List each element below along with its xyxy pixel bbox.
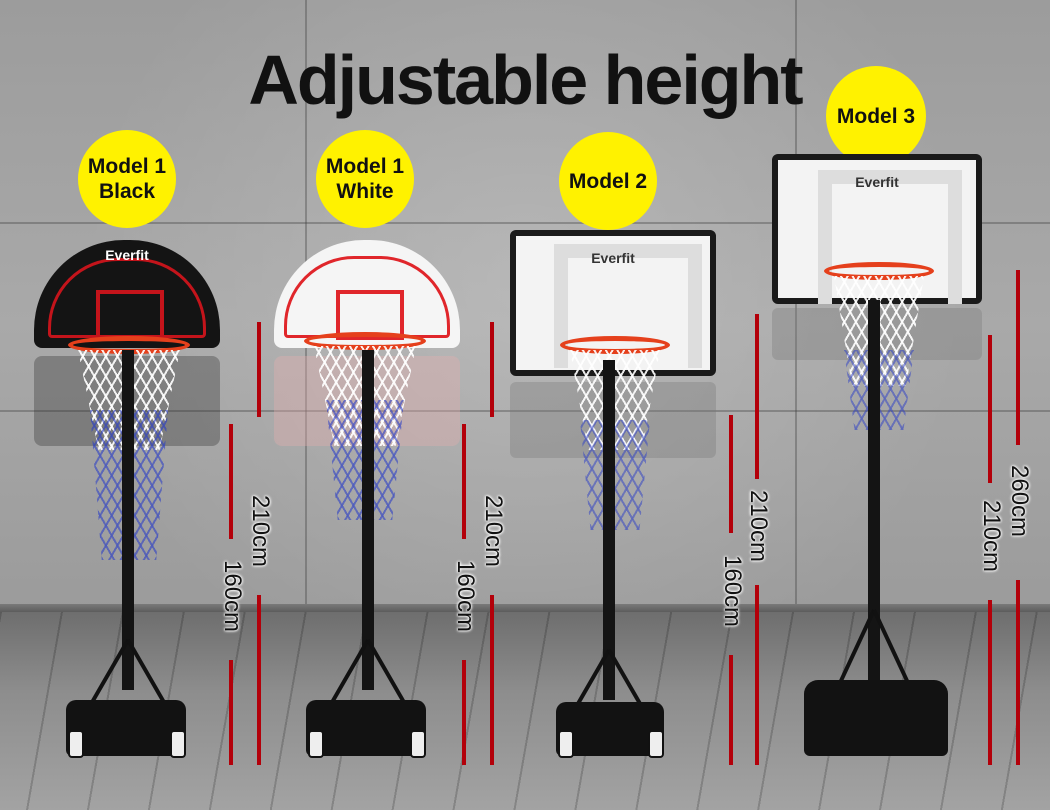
model-badge: Model 3: [826, 66, 926, 166]
measure-line: [462, 424, 466, 539]
measure-line: [729, 655, 733, 765]
wheel: [308, 730, 324, 758]
measure-line: [729, 415, 733, 533]
height-min-label: 210cm: [978, 500, 1005, 573]
brand-logo: Everfit: [105, 247, 149, 263]
pole: [868, 300, 880, 700]
base: [556, 702, 664, 756]
measure-line: [229, 660, 233, 765]
measure-line: [755, 314, 759, 479]
base: [804, 680, 948, 756]
badge-line1: Model 3: [836, 104, 916, 128]
wall-seam: [0, 222, 1050, 224]
pole: [362, 350, 374, 690]
measure-line: [755, 585, 759, 765]
backboard-square: [818, 170, 962, 304]
brand-logo: Everfit: [591, 250, 635, 266]
measure-line: [1016, 580, 1020, 765]
height-min-label: 160cm: [719, 555, 746, 628]
badge-line2: White: [336, 180, 394, 203]
height-min-label: 160cm: [452, 560, 479, 633]
height-max-label: 210cm: [247, 495, 274, 568]
wall-seam: [0, 410, 1050, 412]
height-max-label: 260cm: [1006, 465, 1033, 538]
page-title: Adjustable height: [248, 41, 803, 119]
badge-line1: Model 2: [568, 169, 648, 193]
brand-logo: Everfit: [855, 174, 899, 190]
wheel: [648, 730, 664, 758]
wheel: [68, 730, 84, 758]
wheel: [170, 730, 186, 758]
measure-line: [462, 660, 466, 765]
measure-line: [490, 595, 494, 765]
height-max-label: 210cm: [480, 495, 507, 568]
height-max-label: 210cm: [745, 490, 772, 563]
measure-line: [490, 322, 494, 417]
measure-line: [229, 424, 233, 539]
model-badge: Model 2: [559, 132, 657, 230]
wheel: [558, 730, 574, 758]
measure-line: [988, 600, 992, 765]
height-min-label: 160cm: [219, 560, 246, 633]
net-shadow: [580, 420, 650, 530]
backboard-black: Everfit: [34, 240, 220, 348]
pole: [122, 350, 134, 690]
badge-line2: Black: [98, 180, 156, 203]
backboard-transparent: Everfit: [510, 230, 716, 376]
measure-line: [1016, 270, 1020, 445]
backboard-square: [96, 290, 164, 340]
model-badge: Model 1 White: [316, 130, 414, 228]
base: [306, 700, 426, 756]
pole: [603, 360, 615, 700]
measure-line: [257, 322, 261, 417]
base: [66, 700, 186, 756]
floor-edge: [0, 604, 1050, 614]
badge-line1: Model 1: [87, 155, 167, 178]
measure-line: [257, 595, 261, 765]
badge-line1: Model 1: [325, 155, 405, 178]
backboard-square: [554, 244, 702, 368]
measure-line: [988, 335, 992, 483]
wheel: [410, 730, 426, 758]
model-badge: Model 1 Black: [78, 130, 176, 228]
